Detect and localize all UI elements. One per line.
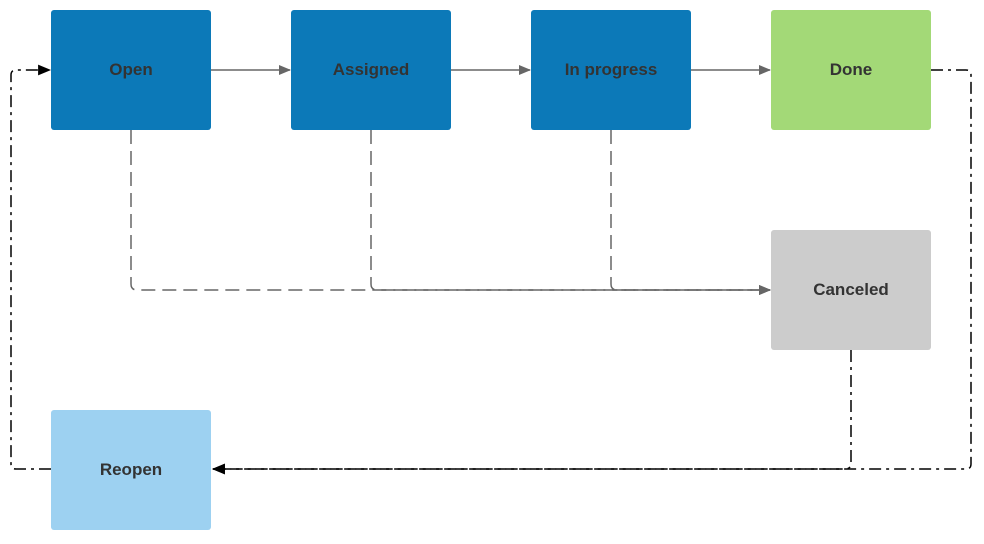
node-canceled: Canceled xyxy=(771,230,931,350)
node-reopen: Reopen xyxy=(51,410,211,530)
edge-in-progress-to-canceled xyxy=(610,130,771,295)
node-assigned: Assigned xyxy=(291,10,451,130)
edge-reopen-to-open xyxy=(10,64,52,470)
node-in-progress: In progress xyxy=(531,10,691,130)
node-done: Done xyxy=(771,10,931,130)
node-in-progress-label: In progress xyxy=(564,60,658,79)
node-done-label: Done xyxy=(829,60,873,79)
node-assigned-label: Assigned xyxy=(332,60,410,79)
edge-open-to-canceled xyxy=(130,130,771,295)
node-reopen-label: Reopen xyxy=(99,460,163,479)
node-canceled-label: Canceled xyxy=(813,280,889,299)
edge-canceled-to-reopen xyxy=(211,350,852,475)
node-open: Open xyxy=(51,10,211,130)
edge-done-to-reopen xyxy=(211,69,972,475)
node-open-label: Open xyxy=(109,60,153,79)
edge-assigned-to-canceled xyxy=(370,130,771,295)
